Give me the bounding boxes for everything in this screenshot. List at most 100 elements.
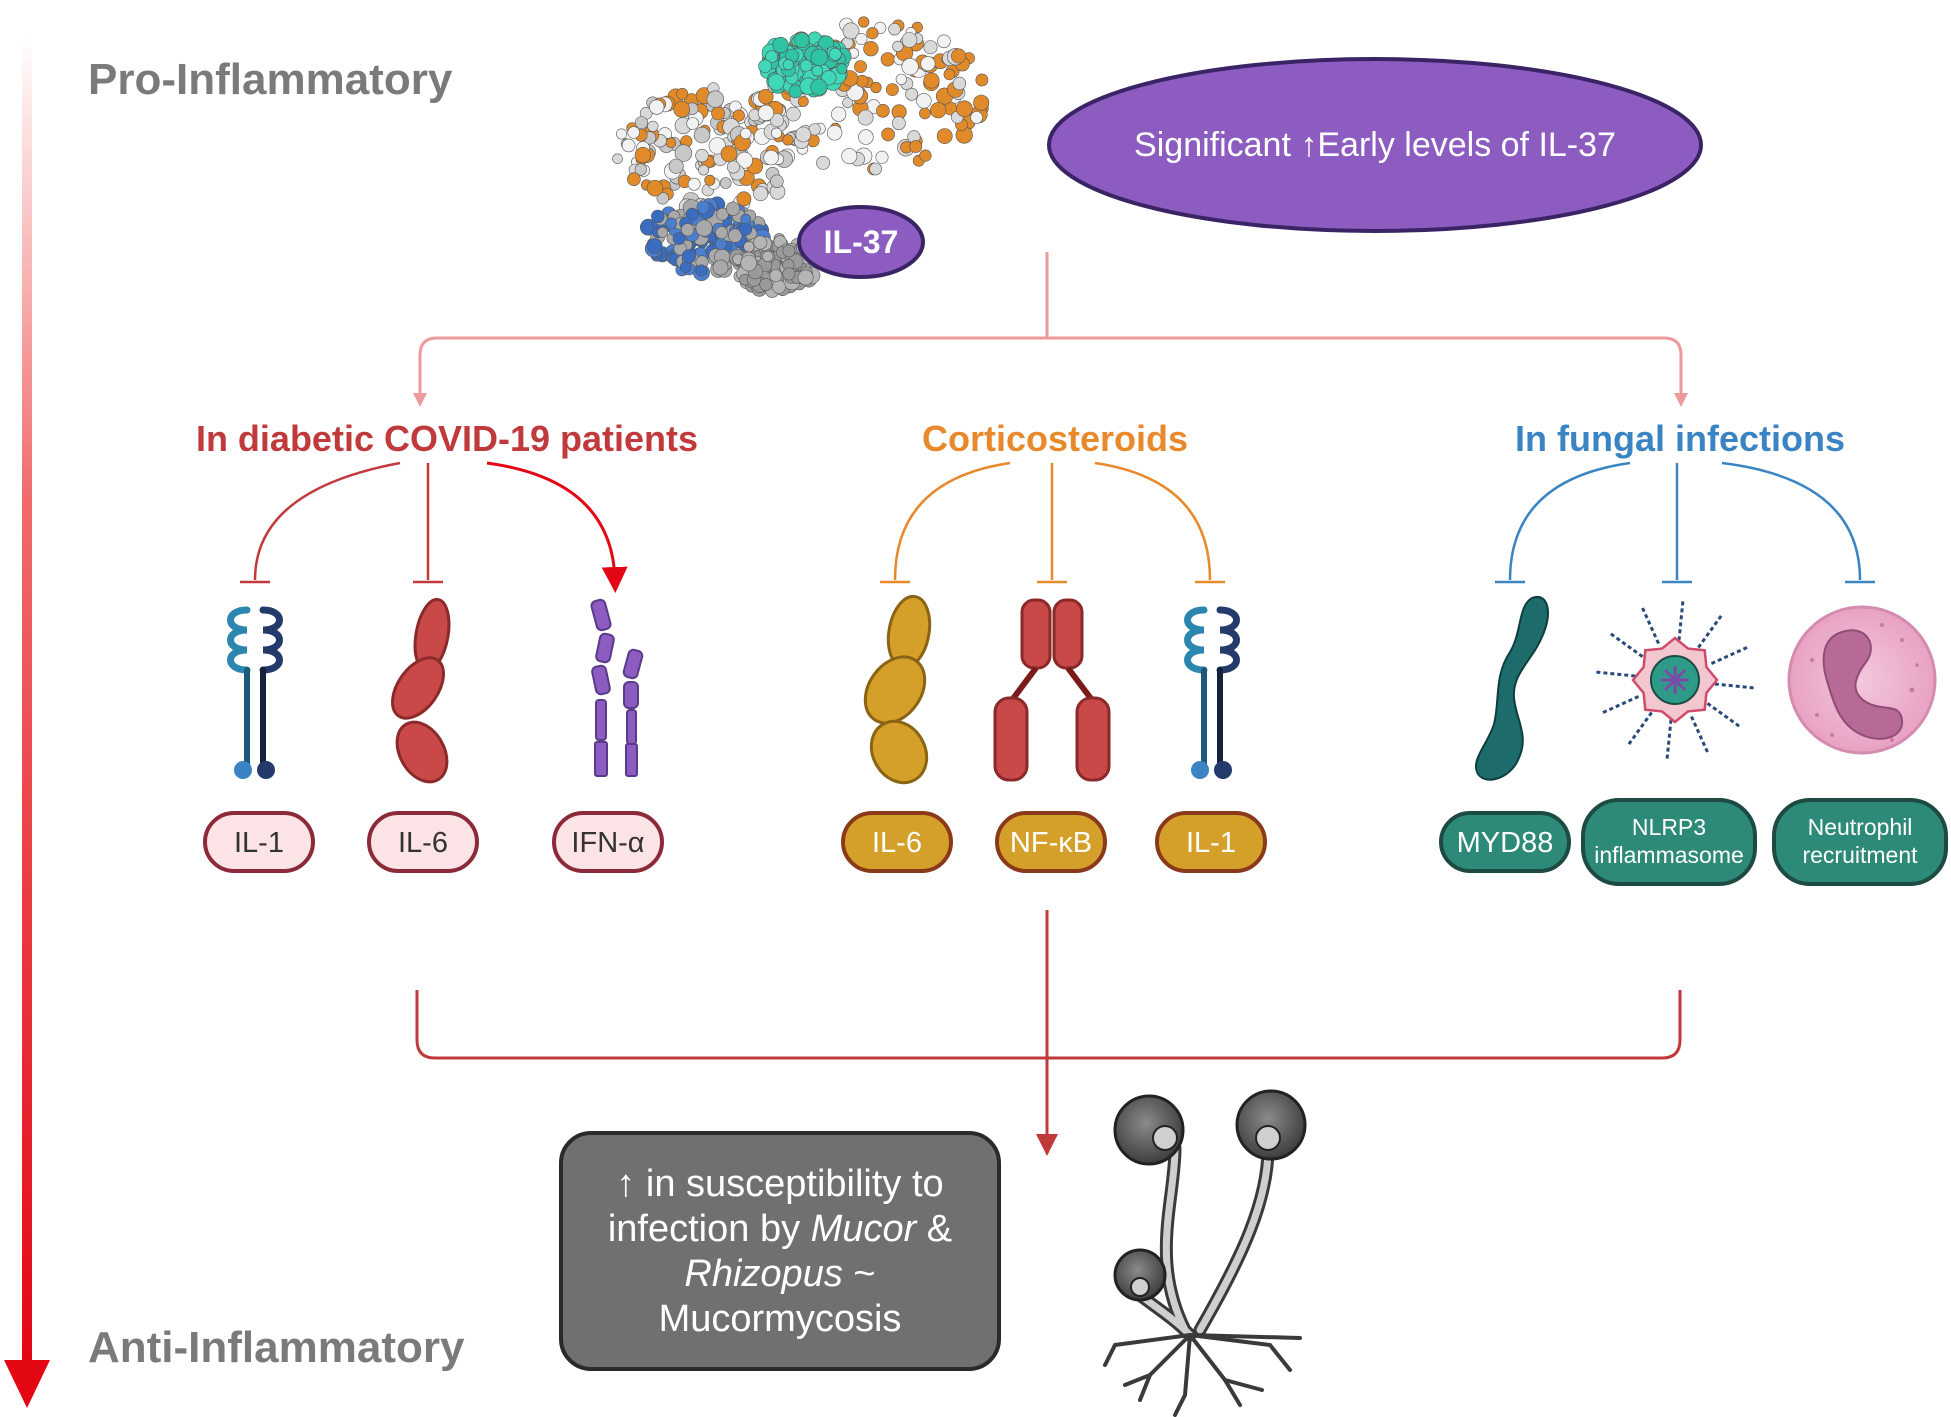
protein-atom xyxy=(616,128,628,140)
pill-label: IL-6 xyxy=(872,827,922,859)
nlrp3-spoke xyxy=(1673,669,1686,682)
il37-badge: IL-37 xyxy=(797,205,925,279)
protein-atom xyxy=(715,226,728,239)
protein-atom xyxy=(743,241,755,253)
protein-atom xyxy=(782,59,794,71)
pill-ifn-alpha: IFN-α xyxy=(552,811,664,873)
protein-atom xyxy=(795,126,812,143)
pill-nlrp3: NLRP3 inflammasome xyxy=(1581,798,1757,886)
protein-atom xyxy=(831,106,847,122)
protein-atom xyxy=(895,73,907,85)
protein-atom xyxy=(952,76,967,91)
protein-atom xyxy=(711,106,725,121)
protein-atom xyxy=(767,73,785,91)
protein-atom xyxy=(753,235,768,250)
protein-atom xyxy=(782,134,794,146)
protein-atom xyxy=(891,116,906,131)
il37-badge-label: IL-37 xyxy=(824,224,899,260)
protein-atom xyxy=(782,267,796,281)
group-title-diabetic-covid: In diabetic COVID-19 patients xyxy=(196,418,698,459)
inflammation-gradient-arrow xyxy=(4,36,50,1408)
protein-atom xyxy=(736,151,753,169)
outcome-line2-suffix: & xyxy=(916,1208,952,1250)
protein-atom xyxy=(714,237,727,250)
protein-atom xyxy=(739,222,753,236)
nlrp3-filament xyxy=(1714,682,1757,690)
pill-il1-orange: IL-1 xyxy=(1155,811,1267,873)
protein-atom xyxy=(870,81,882,94)
protein-atom xyxy=(909,140,923,153)
nlrp3-filament xyxy=(1607,630,1644,658)
il1-receptor-icon xyxy=(1184,606,1240,779)
outcome-mucor: Mucor xyxy=(811,1208,918,1250)
headline-ellipse: Significant ↑Early levels of IL-37 xyxy=(1047,57,1703,233)
protein-atom xyxy=(930,102,947,119)
pill-label-line2: inflammasome xyxy=(1594,842,1744,868)
il6-molecule-icon xyxy=(863,594,932,785)
branches-diabetic-covid xyxy=(240,461,628,593)
protein-atom xyxy=(842,22,860,40)
nlrp3-filament xyxy=(1599,695,1640,716)
protein-atom xyxy=(634,163,647,176)
group-title-fungal-infections: In fungal infections xyxy=(1515,418,1845,459)
protein-atom xyxy=(770,174,784,188)
protein-atom xyxy=(916,93,932,109)
anti-inflammatory-label: Anti-Inflammatory xyxy=(88,1323,465,1372)
protein-atom xyxy=(740,254,758,272)
protein-atom xyxy=(826,125,843,141)
protein-atom xyxy=(769,113,784,128)
protein-atom xyxy=(816,155,830,170)
protein-atom xyxy=(753,186,769,202)
protein-atom xyxy=(828,47,842,61)
nlrp3-filament xyxy=(1690,715,1711,756)
protein-atom xyxy=(758,59,772,73)
protein-atom xyxy=(880,52,895,67)
pill-neutrophil-recruitment: Neutrophil recruitment xyxy=(1772,798,1948,886)
protein-atom xyxy=(612,153,623,165)
protein-atom xyxy=(634,116,648,130)
nlrp3-filament xyxy=(1706,702,1743,730)
protein-atom xyxy=(732,109,745,122)
protein-atom xyxy=(797,96,809,107)
pill-label: IFN-α xyxy=(571,827,644,859)
protein-atom xyxy=(765,50,778,64)
protein-atom xyxy=(886,83,899,96)
protein-atom xyxy=(736,191,752,207)
protein-atom xyxy=(799,59,813,73)
protein-atom xyxy=(634,147,651,164)
protein-atom xyxy=(919,107,931,120)
nlrp3-spoke xyxy=(1673,678,1686,691)
protein-atom xyxy=(943,68,956,81)
top-connector xyxy=(413,252,1688,407)
protein-atom xyxy=(936,128,953,144)
protein-atom xyxy=(863,41,879,57)
protein-atom xyxy=(687,177,701,191)
protein-atom xyxy=(674,144,693,162)
protein-atom xyxy=(770,127,782,139)
outcome-box: ↑ in susceptibility to infection by Muco… xyxy=(559,1131,1001,1371)
protein-atom xyxy=(708,137,726,155)
protein-atom xyxy=(656,192,669,205)
pill-label: NF-κB xyxy=(1010,827,1092,859)
outcome-line4: Mucormycosis xyxy=(659,1298,902,1340)
protein-atom xyxy=(665,217,678,230)
protein-atom xyxy=(771,279,786,294)
protein-atom xyxy=(901,32,918,48)
pill-label: IL-1 xyxy=(1186,827,1236,859)
outcome-line3-suffix: ~ xyxy=(843,1253,876,1295)
pill-il1-red: IL-1 xyxy=(203,811,315,873)
protein-atom xyxy=(651,209,665,224)
protein-atom xyxy=(686,117,700,130)
protein-atom xyxy=(858,129,874,145)
protein-atom xyxy=(857,109,874,126)
protein-atom xyxy=(665,137,677,149)
protein-atom xyxy=(875,150,889,164)
nfkb-dimer-icon xyxy=(993,598,1111,782)
pill-il6-orange: IL-6 xyxy=(841,811,953,873)
headline-text: Significant ↑Early levels of IL-37 xyxy=(1134,126,1616,164)
il6-molecule-icon xyxy=(391,597,451,784)
pill-label: IL-1 xyxy=(234,827,284,859)
protein-atom xyxy=(973,94,990,111)
protein-atom xyxy=(676,87,689,100)
